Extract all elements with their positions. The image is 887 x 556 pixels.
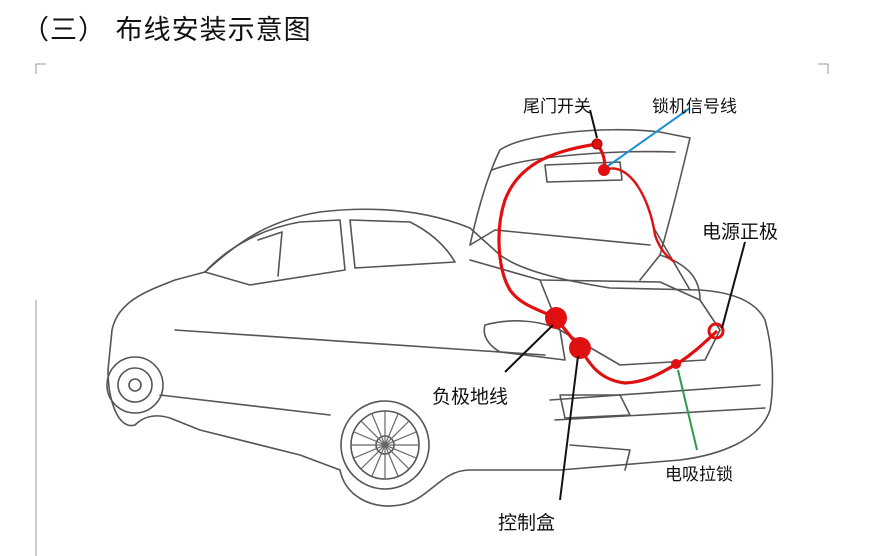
page-title: （三） 布线安装示意图 [22, 15, 312, 46]
leader-lock-signal [607, 107, 691, 167]
leader-electric-lock [677, 369, 698, 451]
power-positive-point [707, 322, 725, 340]
wheel-spokes [351, 411, 419, 479]
leader-lines [504, 107, 746, 501]
tailgate-switch-point [591, 138, 603, 150]
leader-tailgate-switch [589, 109, 598, 139]
leader-control-box [559, 355, 579, 501]
label-control-box: 控制盒 [498, 512, 556, 534]
wire-tailgate-right [603, 167, 676, 264]
label-electric-suction-lock: 电吸拉锁 [665, 465, 733, 485]
electric-lock-point [671, 359, 681, 369]
label-tailgate-switch: 尾门开关 [523, 97, 591, 117]
leader-power-positive [721, 241, 746, 329]
label-lock-signal-wire: 锁机信号线 [652, 97, 737, 117]
car-outline [106, 128, 774, 507]
frame-corners [35, 63, 829, 556]
control-box-point [569, 337, 591, 359]
label-negative-ground: 负极地线 [432, 386, 509, 408]
lock-signal-point [598, 164, 610, 176]
label-power-positive: 电源正极 [702, 221, 779, 243]
negative-ground-point [545, 307, 567, 329]
leader-negative-ground [504, 324, 554, 373]
